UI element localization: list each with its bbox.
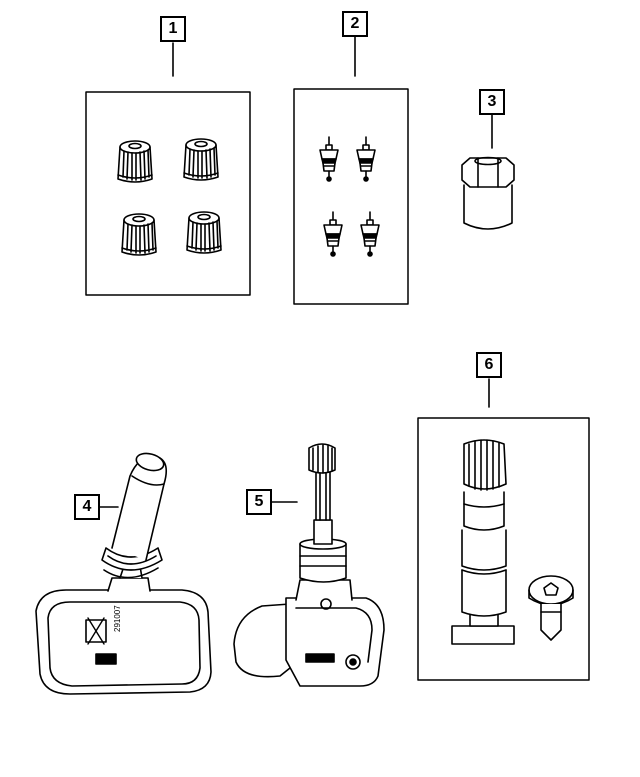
valve-core-icon — [319, 136, 380, 257]
valve-cap-icon — [117, 138, 222, 256]
callout-3: 3 — [479, 89, 505, 115]
valve-stem-kit-icon — [451, 439, 515, 645]
callout-2: 2 — [342, 11, 368, 37]
box-valve-cores — [293, 88, 409, 305]
sensor-label-text: 291007 — [113, 605, 122, 632]
callout-6: 6 — [476, 352, 502, 378]
torx-screw-icon — [528, 575, 574, 641]
tpms-sensor-rubber-stem-icon: 291007 — [35, 452, 212, 695]
box-valve-stem-kit — [417, 417, 590, 681]
callout-4: 4 — [74, 494, 100, 520]
callout-1: 1 — [160, 16, 186, 42]
tpms-sensor-metal-stem-icon — [233, 443, 385, 687]
callout-5: 5 — [246, 489, 272, 515]
hex-nut-icon — [461, 156, 515, 230]
box-valve-caps — [85, 91, 251, 296]
